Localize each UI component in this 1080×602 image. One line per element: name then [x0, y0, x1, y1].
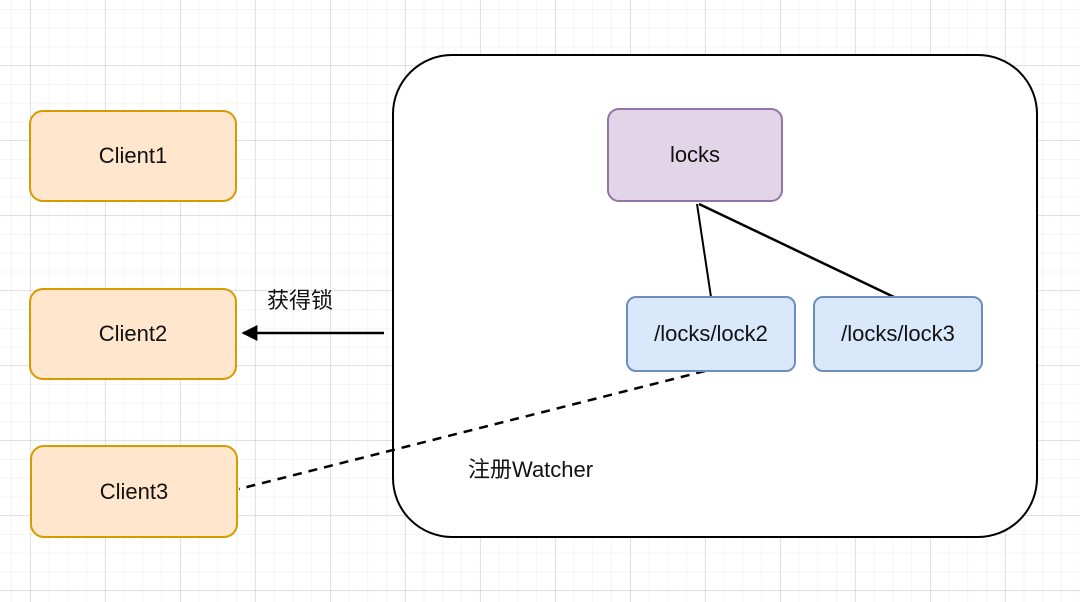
- node-locks: locks: [607, 108, 783, 202]
- node-client3: Client3: [30, 445, 238, 538]
- node-locks-lock2: /locks/lock2: [626, 296, 796, 372]
- edge-label-acquire-lock: 获得锁: [266, 288, 333, 313]
- node-client1: Client1: [29, 110, 237, 202]
- edge-label-register-watcher: 注册Watcher: [468, 457, 594, 482]
- node-locks-lock3: /locks/lock3: [813, 296, 983, 372]
- node-client2: Client2: [29, 288, 237, 380]
